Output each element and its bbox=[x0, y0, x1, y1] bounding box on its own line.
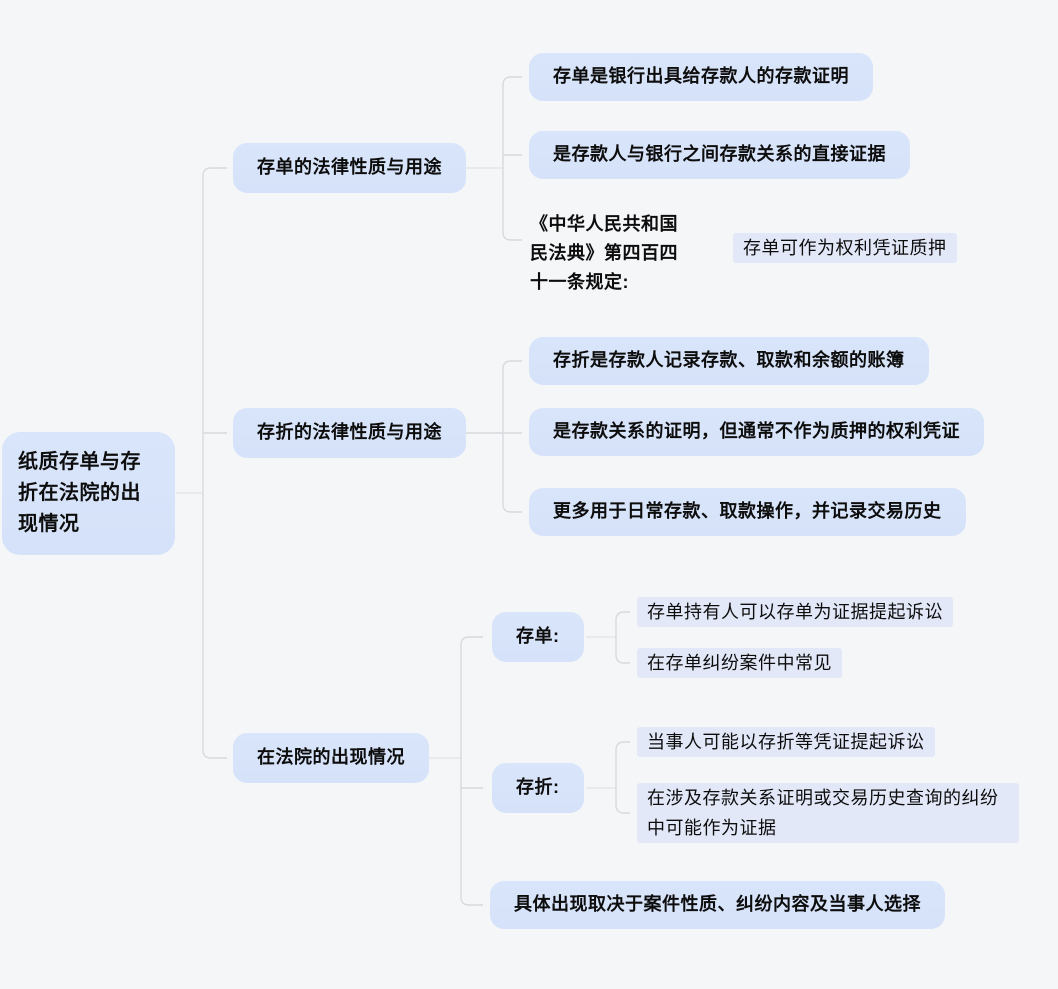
cunzhe-trunk bbox=[615, 741, 630, 814]
branch-node-passbook[interactable]: 存折的法律性质与用途 bbox=[233, 408, 466, 458]
leaf-node-certificate-proof[interactable]: 存单是银行出具给存款人的存款证明 bbox=[529, 53, 873, 101]
highlight-certificate-lawsuit[interactable]: 存单持有人可以存单为证据提起诉讼 bbox=[637, 597, 953, 627]
leaf-node-passbook-ledger[interactable]: 存折是存款人记录存款、取款和余额的账簿 bbox=[529, 337, 929, 385]
highlight-passbook-evidence[interactable]: 在涉及存款关系证明或交易历史查询的纠纷中可能作为证据 bbox=[637, 783, 1019, 843]
branch-node-deposit-certificate[interactable]: 存单的法律性质与用途 bbox=[233, 143, 466, 193]
label-civil-code-article[interactable]: 《中华人民共和国民法典》第四百四十一条规定: bbox=[530, 214, 678, 292]
cundan-trunk bbox=[615, 611, 630, 664]
highlight-pledge-voucher[interactable]: 存单可作为权利凭证质押 bbox=[733, 233, 957, 263]
branch1-trunk bbox=[502, 76, 522, 241]
leaf-node-daily-operations[interactable]: 更多用于日常存款、取款操作，并记录交易历史 bbox=[529, 488, 966, 536]
highlight-certificate-disputes[interactable]: 在存单纠纷案件中常见 bbox=[637, 648, 842, 678]
subnode-passbook[interactable]: 存折: bbox=[492, 763, 584, 813]
leaf-node-depends-on-case[interactable]: 具体出现取决于案件性质、纠纷内容及当事人选择 bbox=[490, 881, 945, 929]
root-trunk bbox=[202, 167, 227, 759]
branch2-trunk bbox=[466, 360, 522, 513]
subnode-certificate[interactable]: 存单: bbox=[492, 612, 584, 662]
branch3-trunk bbox=[460, 636, 483, 906]
root-node[interactable]: 纸质存单与存折在法院的出现情况 bbox=[2, 432, 175, 555]
branch-node-court-appearance[interactable]: 在法院的出现情况 bbox=[233, 733, 429, 783]
leaf-node-not-pledge[interactable]: 是存款关系的证明，但通常不作为质押的权利凭证 bbox=[529, 408, 984, 456]
leaf-node-direct-evidence[interactable]: 是存款人与银行之间存款关系的直接证据 bbox=[529, 131, 910, 179]
highlight-passbook-lawsuit[interactable]: 当事人可能以存折等凭证提起诉讼 bbox=[637, 727, 935, 757]
